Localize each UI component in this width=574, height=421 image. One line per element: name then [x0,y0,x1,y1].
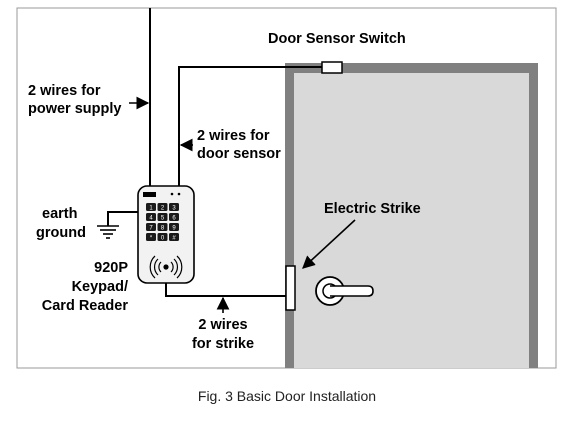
model-label-line3: Card Reader [42,298,129,314]
strike-wire [165,283,286,297]
keypad-key-label: 2 [161,205,165,211]
keypad-key: 5 [157,213,168,221]
door-panel [294,73,529,368]
model-label-line1: 920P [94,260,128,276]
electric-strike-label: Electric Strike [324,201,421,217]
door-sensor-switch-label: Door Sensor Switch [268,31,406,47]
keypad-card-reader: 1 2 3 4 5 6 7 8 9 * 0 # [137,185,195,284]
keypad-key: 0 [157,233,168,241]
keypad-key: 8 [157,223,168,231]
earth-ground-wire [107,211,138,226]
earth-ground-label-line2: ground [36,225,86,241]
keypad-key: 1 [146,203,156,211]
keypad-key-label: 6 [172,215,176,221]
keypad-key: # [169,233,179,241]
power-supply-label-line2: power supply [28,101,121,117]
keypad-key: 4 [146,213,156,221]
door-sensor-label-line1: 2 wires for [197,128,270,144]
door-sensor-switch [321,61,343,74]
keypad-key-label: 7 [149,225,153,231]
keypad-key-label: 3 [172,205,176,211]
ground-icon [97,225,119,239]
led-indicator [177,192,181,196]
power-supply-label-line1: 2 wires for [28,83,101,99]
rfid-icon [149,255,183,279]
keypad-key: 7 [146,223,156,231]
keypad-key: 6 [169,213,179,221]
keypad-key: 9 [169,223,179,231]
strike-wires-label-line1: 2 wires [198,317,247,333]
keypad-key: 2 [157,203,168,211]
door-handle-icon [315,276,374,306]
keypad-key: * [146,233,156,241]
keypad-key-label: 0 [161,235,165,241]
keypad-key-label: 4 [149,215,153,221]
keypad-key-label: * [150,235,153,241]
figure-caption: Fig. 3 Basic Door Installation [198,388,376,404]
keypad-key-label: # [172,235,176,241]
keypad-key-label: 8 [161,225,165,231]
keypad-keys: 1 2 3 4 5 6 7 8 9 * 0 # [146,203,179,241]
brand-logo [143,192,156,197]
strike-wires-label-line2: for strike [192,336,254,352]
led-indicator [170,192,174,196]
door-sensor-label-line2: door sensor [197,146,281,162]
arrow-icon [302,219,356,269]
keypad-key: 3 [169,203,179,211]
earth-ground-label-line1: earth [42,206,77,222]
door-sensor-wire [178,66,322,190]
model-label-line2: Keypad/ [72,279,128,295]
keypad-key-label: 5 [161,215,165,221]
keypad-key-label: 1 [149,205,153,211]
electric-strike [285,265,296,311]
keypad-key-label: 9 [172,225,176,231]
